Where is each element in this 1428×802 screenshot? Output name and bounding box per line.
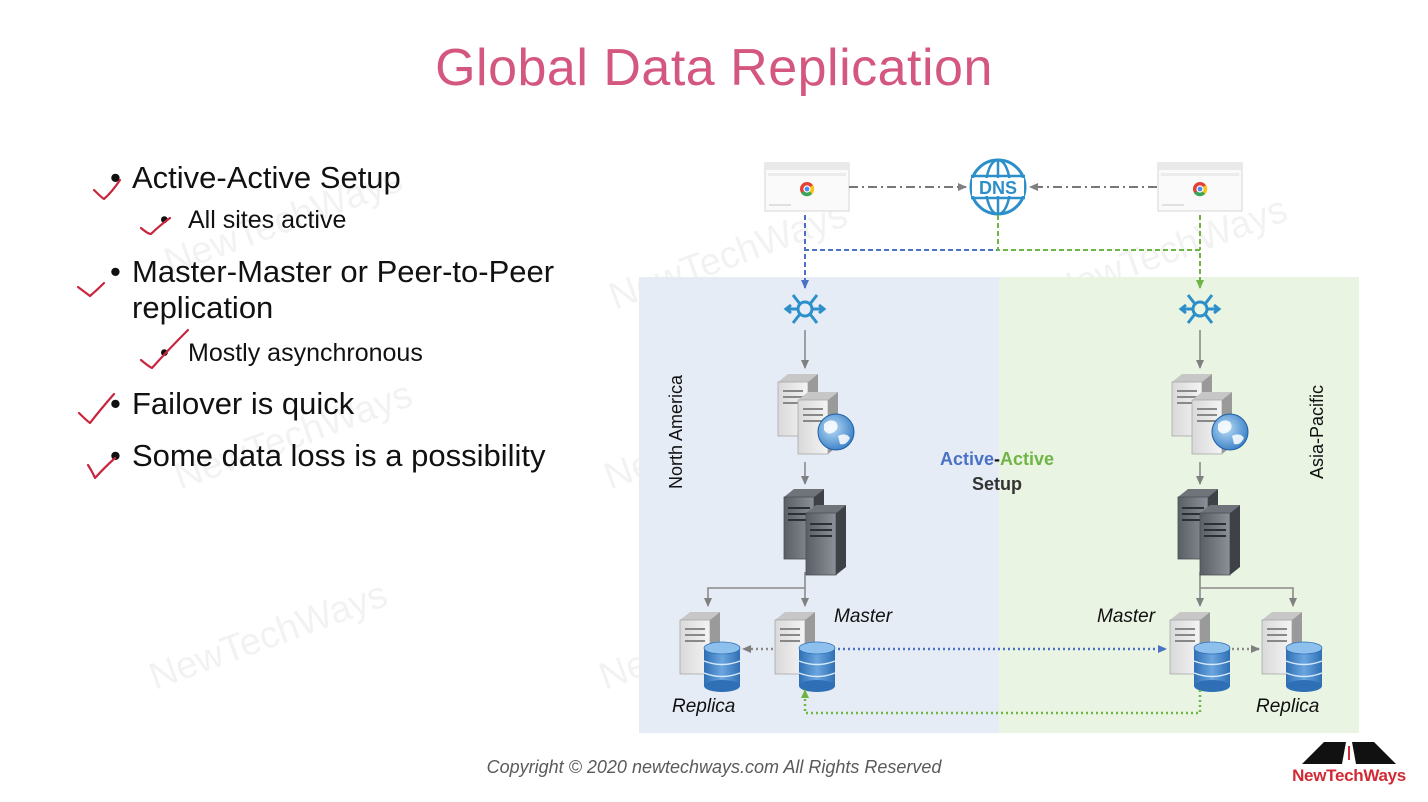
master-label-right: Master <box>1097 606 1156 627</box>
dns-globe-icon: DNS <box>969 158 1027 216</box>
bullet-text-continued: replication <box>132 290 274 325</box>
active-active-label: Active-Active <box>940 449 1054 469</box>
bullet-item: •Failover is quick <box>110 386 355 421</box>
bullet-list: •Active-Active Setup •All sites active •… <box>0 0 620 520</box>
bullet-text: Failover is quick <box>132 386 355 421</box>
region-label-asia-pacific: Asia-Pacific <box>1307 385 1327 479</box>
bullet-text: All sites active <box>188 206 347 234</box>
bullet-text: Active-Active Setup <box>132 160 401 195</box>
replica-label-right: Replica <box>1256 696 1319 717</box>
bullet-text: Mostly asynchronous <box>188 339 423 367</box>
copyright-text: Copyright © 2020 newtechways.com All Rig… <box>486 757 942 777</box>
bullet-item: •Master-Master or Peer-to-Peer replicati… <box>110 254 555 325</box>
svg-text:DNS: DNS <box>979 178 1017 198</box>
replica-label-left: Replica <box>672 696 735 717</box>
bullet-text: Some data loss is a possibility <box>132 438 546 473</box>
bullet-text: Master-Master or Peer-to-Peer <box>132 254 555 289</box>
bullet-item: •Active-Active Setup <box>110 160 401 195</box>
region-label-north-america: North America <box>666 374 686 489</box>
logo-text: NewTechWays <box>1292 766 1406 785</box>
browser-icon <box>1157 162 1243 212</box>
setup-label: Setup <box>972 474 1022 494</box>
slide-title: Global Data Replication <box>435 39 993 97</box>
browser-icon <box>764 162 850 212</box>
master-label-left: Master <box>834 606 893 627</box>
bullet-item: •Some data loss is a possibility <box>110 438 546 473</box>
newtechways-logo <box>1302 742 1396 764</box>
